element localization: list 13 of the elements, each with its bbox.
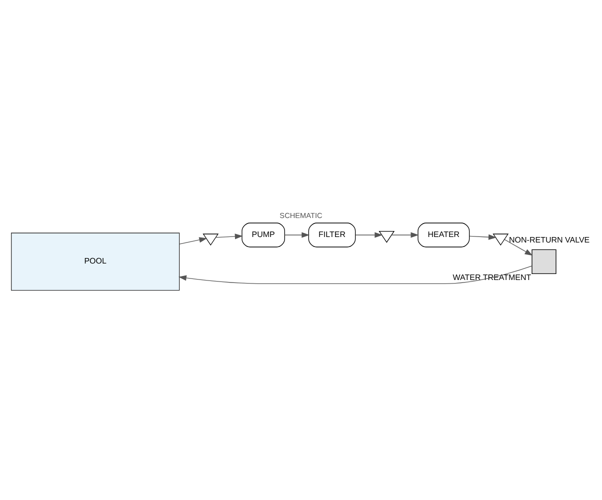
arrow <box>215 234 243 240</box>
arrow <box>355 232 383 238</box>
arrow <box>469 234 497 240</box>
diagram-title: SCHEMATIC <box>280 211 322 220</box>
arrow <box>179 237 208 244</box>
node-valve <box>378 231 395 243</box>
arrow <box>284 232 310 238</box>
node-valve <box>492 234 509 246</box>
arrow <box>391 232 419 238</box>
node-box <box>532 249 556 274</box>
node-valve <box>202 234 219 246</box>
arrow <box>504 239 533 256</box>
arrow <box>178 266 532 284</box>
